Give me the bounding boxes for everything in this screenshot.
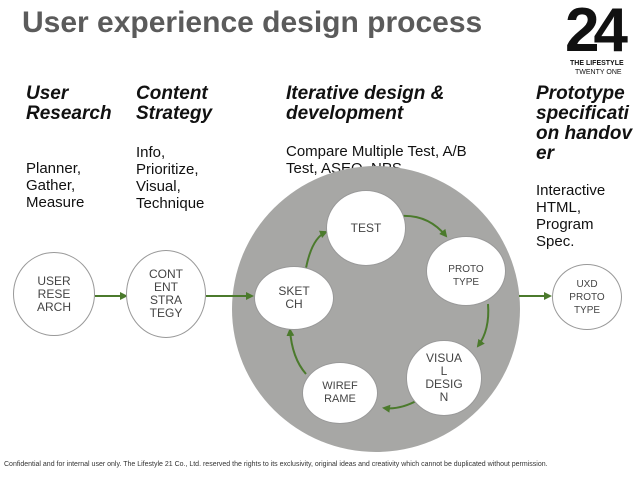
node-wireframe-label: WIREF RAME (322, 380, 358, 405)
node-visual-design: VISUA L DESIG N (406, 340, 482, 416)
arrow-test-to-prototype (399, 214, 448, 238)
content-strategy-body: Info, Prioritize, Visual, Technique (136, 144, 205, 212)
node-visual-design-label: VISUA L DESIG N (425, 351, 463, 404)
node-user-research-label: USER RESE ARCH (36, 273, 71, 314)
user-research-heading: User Research (26, 83, 112, 124)
logo-mark: 24 (565, 0, 628, 65)
node-prototype-label: PROTO TYPE (448, 264, 484, 288)
node-content-strategy: CONT ENT STRA TEGY (126, 250, 206, 338)
content-strategy-heading: Content Strategy (136, 83, 213, 124)
user-research-body: Planner, Gather, Measure (26, 160, 85, 211)
prototype-handover-body: Interactive HTML, Program Spec. (536, 182, 606, 250)
iterative-design-heading: Iterative design & development (286, 83, 445, 124)
node-test-label: TEST (350, 220, 382, 235)
prototype-handover-heading: Prototype specification handover (536, 84, 633, 164)
node-uxd-prototype-label: UXD PROTO TYPE (569, 278, 605, 316)
page-title: User experience design process (22, 6, 483, 39)
node-sketch-label: SKET CH (278, 284, 310, 311)
footer-disclaimer: Confidential and for internal user only.… (4, 461, 548, 468)
logo-text-line2: TWENTY ONE (575, 69, 622, 76)
arrow-visual-to-wireframe (382, 399, 419, 413)
node-prototype: PROTO TYPE (426, 236, 506, 306)
node-test: TEST (326, 190, 406, 266)
node-sketch: SKET CH (254, 266, 334, 330)
arrow-wireframe-to-sketch (286, 328, 307, 375)
node-wireframe: WIREF RAME (302, 362, 378, 424)
logo-text-line1: THE LIFESTYLE (570, 60, 624, 67)
node-user-research: USER RESE ARCH (13, 252, 95, 336)
arrow-sketch-to-test (305, 230, 328, 269)
arrow-prototype-to-visual (476, 303, 490, 348)
node-content-strategy-label: CONT ENT STRA TEGY (149, 267, 183, 320)
node-uxd-prototype: UXD PROTO TYPE (552, 264, 622, 330)
